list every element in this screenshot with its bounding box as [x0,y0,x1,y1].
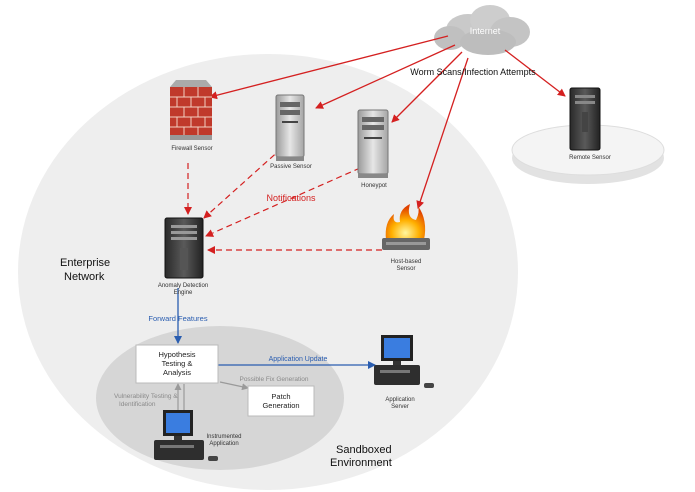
vuln-testing-label-2: Identification [119,401,156,408]
forward-features-label: Forward Features [148,314,207,323]
host-sensor-label-2: Sensor [396,266,415,272]
application-server-icon [374,335,434,388]
application-server-label-1: Application [385,397,414,403]
sandboxed-environment-label-2: Environment [330,457,392,469]
enterprise-network-label-1: Enterprise [60,257,110,269]
hypothesis-box [135,344,219,384]
instrumented-app-label-2: Application [209,441,238,447]
notifications-label: Notifications [266,193,316,203]
remote-server-icon [569,87,601,151]
patch-generation-label-1: Patch [271,392,290,401]
passive-sensor-label: Passive Sensor [270,164,312,170]
vuln-testing-label-1: Vulnerability Testing & [114,393,178,400]
sandboxed-environment-label-1: Sandboxed [336,444,392,456]
host-sensor-flame-icon [382,204,430,250]
worm-scans-label: Worm Scans/Infection Attempts [410,67,536,77]
server-tower-icon [275,94,305,161]
cloud-icon [434,5,530,55]
hypothesis-label-1: Hypothesis [158,350,195,359]
host-sensor-label-1: Host-based [391,259,422,265]
remote-sensor-label: Remote Sensor [569,155,611,161]
anomaly-engine-label-1: Anomaly Detection [158,283,208,289]
instrumented-app-label-1: Instrumented [206,434,241,440]
hypothesis-label-3: Analysis [163,368,191,377]
patch-generation-box [247,385,315,417]
notification-arrows [184,147,382,254]
attack-arrows [209,35,566,209]
anomaly-engine-icon [164,217,204,279]
possible-fix-label: Possible Fix Generation [239,376,308,383]
honeypot-tower-icon [357,109,389,178]
instrumented-app-icon [154,410,218,461]
honeypot-label: Honeypot [361,183,387,189]
application-update-label: Application Update [269,356,328,363]
firewall-sensor-label: Firewall Sensor [171,146,212,152]
anomaly-engine-label-2: Engine [174,290,193,296]
blue-arrows [174,288,376,369]
internet-label: Internet [470,26,501,36]
patch-generation-label-2: Generation [262,401,299,410]
application-server-label-2: Server [391,404,409,410]
hypothesis-label-2: Testing & [162,359,193,368]
enterprise-network-label-2: Network [64,271,105,283]
firewall-icon [170,80,212,140]
